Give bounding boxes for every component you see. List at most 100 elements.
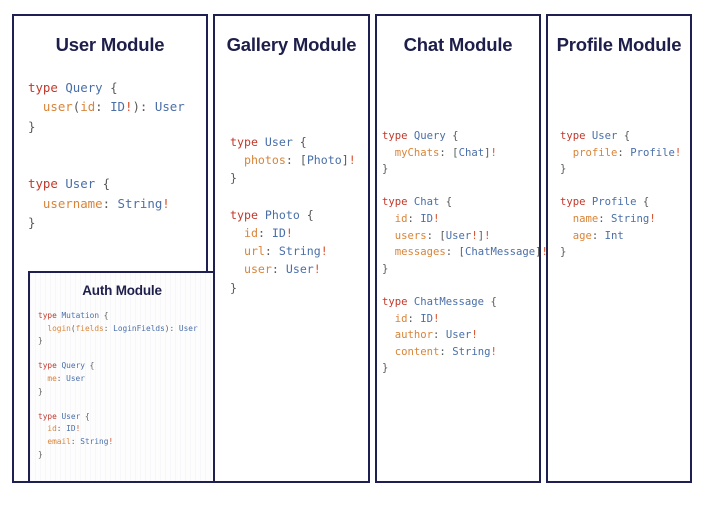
code-line: author: User! (382, 327, 548, 344)
code-token: ! (433, 312, 440, 325)
code-token: Photo (264, 207, 300, 222)
module-card-chat[interactable]: Chat Module type Query { myChats: [Chat]… (375, 14, 548, 483)
code-line: } (560, 244, 681, 261)
code-token: { (292, 135, 307, 149)
module-card-user[interactable]: User Module type Query { user(id: ID!): … (12, 14, 216, 483)
code-token: type (560, 196, 592, 209)
code-token: String (611, 212, 650, 225)
schema-code-chat: type Query { myChats: [Chat]!} type Chat… (382, 128, 548, 377)
code-token: } (38, 336, 43, 346)
code-token: : (70, 436, 81, 446)
code-token (382, 147, 395, 159)
code-token: Int (604, 229, 624, 242)
module-card-profile[interactable]: Profile Module type User { profile: Prof… (546, 14, 692, 483)
code-token: User (264, 135, 293, 149)
code-token: ! (471, 329, 478, 342)
module-title-gallery: Gallery Module (226, 34, 357, 55)
code-token (382, 246, 395, 258)
code-line: name: String! (560, 211, 681, 228)
code-token: } (382, 262, 389, 275)
code-token: id (80, 99, 96, 115)
code-line: content: String! (382, 344, 548, 361)
code-line: username: String! (28, 194, 185, 213)
code-token (230, 262, 244, 276)
code-line: login(fields: LoginFields): User (38, 323, 198, 336)
code-token: ! (674, 146, 682, 159)
code-line (38, 348, 198, 361)
code-line: me: User (38, 373, 198, 386)
code-token: name (572, 212, 599, 225)
code-token: type (560, 130, 592, 142)
code-line: profile: Profile! (560, 145, 681, 162)
code-token (38, 324, 47, 333)
code-token (560, 230, 573, 242)
code-token: } (382, 163, 389, 176)
code-token: { (445, 130, 459, 142)
code-token: email (47, 436, 71, 446)
code-token (38, 437, 47, 446)
code-token: } (28, 215, 36, 231)
code-token: User (445, 229, 472, 242)
code-line: } (28, 117, 185, 136)
code-token (38, 424, 47, 433)
code-token: ChatMessage (413, 295, 485, 308)
code-token: User (285, 262, 314, 277)
code-token: Chat (413, 196, 440, 209)
code-token: user (243, 262, 272, 277)
code-token: User (65, 176, 96, 192)
code-token: Profile (630, 146, 675, 159)
code-token (382, 346, 395, 358)
code-line: id: ID! (382, 211, 548, 228)
code-token: fields (75, 323, 104, 333)
code-token: } (230, 280, 237, 295)
code-token: ! (649, 212, 656, 225)
code-token: { (439, 196, 453, 209)
code-line: users: [User!]! (382, 228, 548, 245)
code-token: id (394, 212, 408, 225)
code-line: } (382, 360, 548, 377)
code-token: : (103, 323, 114, 333)
code-token: ! (541, 246, 548, 259)
code-line (38, 398, 198, 411)
code-token: User (178, 323, 198, 333)
code-line: } (38, 335, 198, 348)
code-token: User (591, 130, 618, 142)
code-token (382, 213, 395, 225)
code-token: { (99, 311, 109, 320)
code-token (382, 313, 395, 325)
code-token (560, 213, 573, 225)
code-token: ! (490, 345, 497, 358)
code-line: type Query { (28, 78, 185, 97)
code-token: : (433, 329, 446, 342)
code-token: : (271, 262, 286, 277)
code-token: login (47, 323, 71, 333)
code-line: type Photo { (230, 206, 356, 224)
code-token: ! (285, 226, 293, 241)
code-token: LoginFields (113, 323, 165, 333)
code-line: } (382, 261, 548, 278)
code-line: id: ID! (382, 311, 548, 328)
code-token (382, 329, 395, 341)
code-token: ): (164, 323, 179, 333)
code-token: Mutation (61, 311, 100, 320)
code-token: String (278, 244, 321, 259)
module-card-gallery[interactable]: Gallery Module type User { photos: [Phot… (213, 14, 370, 483)
code-line: type Mutation { (38, 310, 198, 323)
code-token: } (230, 171, 237, 186)
module-card-auth[interactable]: Auth Module type Mutation { login(fields… (28, 271, 216, 483)
code-token: User (445, 329, 472, 342)
code-token: : [ (285, 153, 307, 168)
code-token (230, 226, 244, 240)
code-token: messages (394, 246, 446, 259)
code-line (28, 136, 185, 155)
code-line: age: Int (560, 228, 681, 245)
code-token: type (38, 311, 62, 320)
code-token: : (102, 195, 118, 211)
code-token: ID (271, 226, 286, 241)
code-token: Query (61, 361, 85, 371)
code-line: photos: [Photo]! (230, 151, 356, 169)
code-line: type ChatMessage { (382, 294, 548, 311)
code-token: } (38, 449, 43, 459)
code-token: : (598, 212, 612, 225)
code-token: id (243, 226, 258, 241)
